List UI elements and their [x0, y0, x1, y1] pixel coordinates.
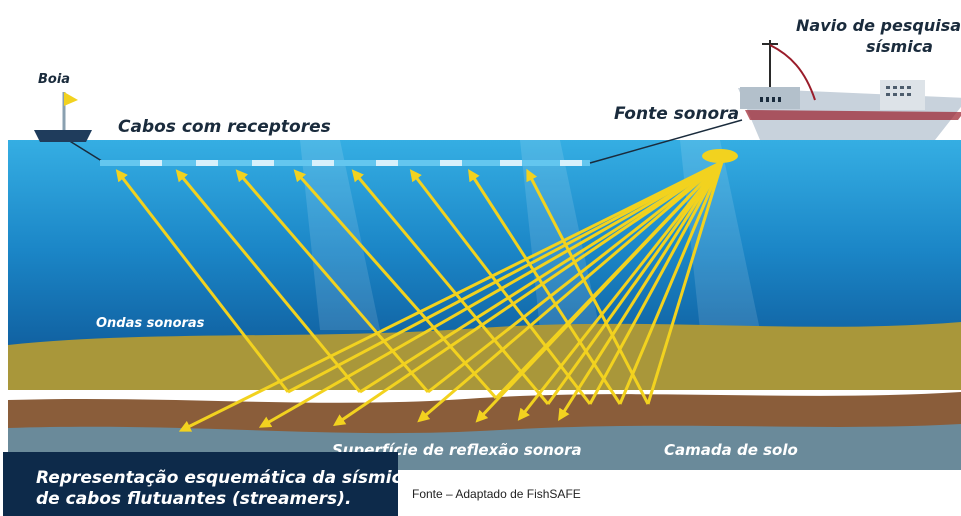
- incident-ray: [588, 161, 724, 405]
- incident-ray: [427, 160, 723, 394]
- ship-label-line1: Navio de pesquisa: [796, 16, 961, 35]
- caption: Representação esquemática da sísmica de …: [36, 468, 414, 510]
- incident-ray: [618, 161, 724, 405]
- buoy-label: Boia: [38, 72, 71, 87]
- soil-label: Camada de solo: [664, 441, 798, 459]
- reflected-ray: [526, 168, 650, 405]
- cables-label: Cabos com receptores: [118, 117, 331, 137]
- ship-tow-line: [589, 119, 743, 164]
- reflected-ray: [351, 169, 550, 405]
- incident-ray: [359, 160, 723, 394]
- deep-ray: [417, 160, 723, 423]
- reflected-ray: [293, 169, 498, 399]
- incident-ray: [287, 160, 723, 394]
- reflected-ray: [235, 169, 430, 393]
- sound-source-icon: [702, 149, 738, 163]
- deep-ray: [258, 160, 723, 428]
- deep-ray: [517, 161, 724, 421]
- ship-label-line2: sísmica: [866, 37, 933, 56]
- source-label: Fonte sonora: [614, 104, 740, 124]
- buoy-tow-line: [67, 139, 106, 164]
- streamer-receivers: [140, 160, 582, 166]
- incident-ray: [546, 161, 724, 405]
- buoy-icon: [34, 92, 92, 142]
- caption-line-2: de cabos flutuantes (streamers).: [36, 489, 352, 509]
- deep-ray: [558, 161, 724, 422]
- deep-ray: [333, 160, 723, 427]
- deep-ray: [475, 160, 724, 423]
- caption-line-1: Representação esquemática da sísmica: [36, 468, 414, 488]
- ship-icon: [738, 40, 961, 140]
- incident-ray: [646, 161, 724, 405]
- sound-wave-arrows: [115, 160, 724, 432]
- caption-box: [3, 452, 398, 516]
- deep-ray: [178, 160, 723, 432]
- waves-label: Ondas sonoras: [96, 316, 205, 331]
- reflected-ray: [115, 169, 290, 393]
- source-credit: Fonte – Adaptado de FishSAFE: [412, 487, 581, 501]
